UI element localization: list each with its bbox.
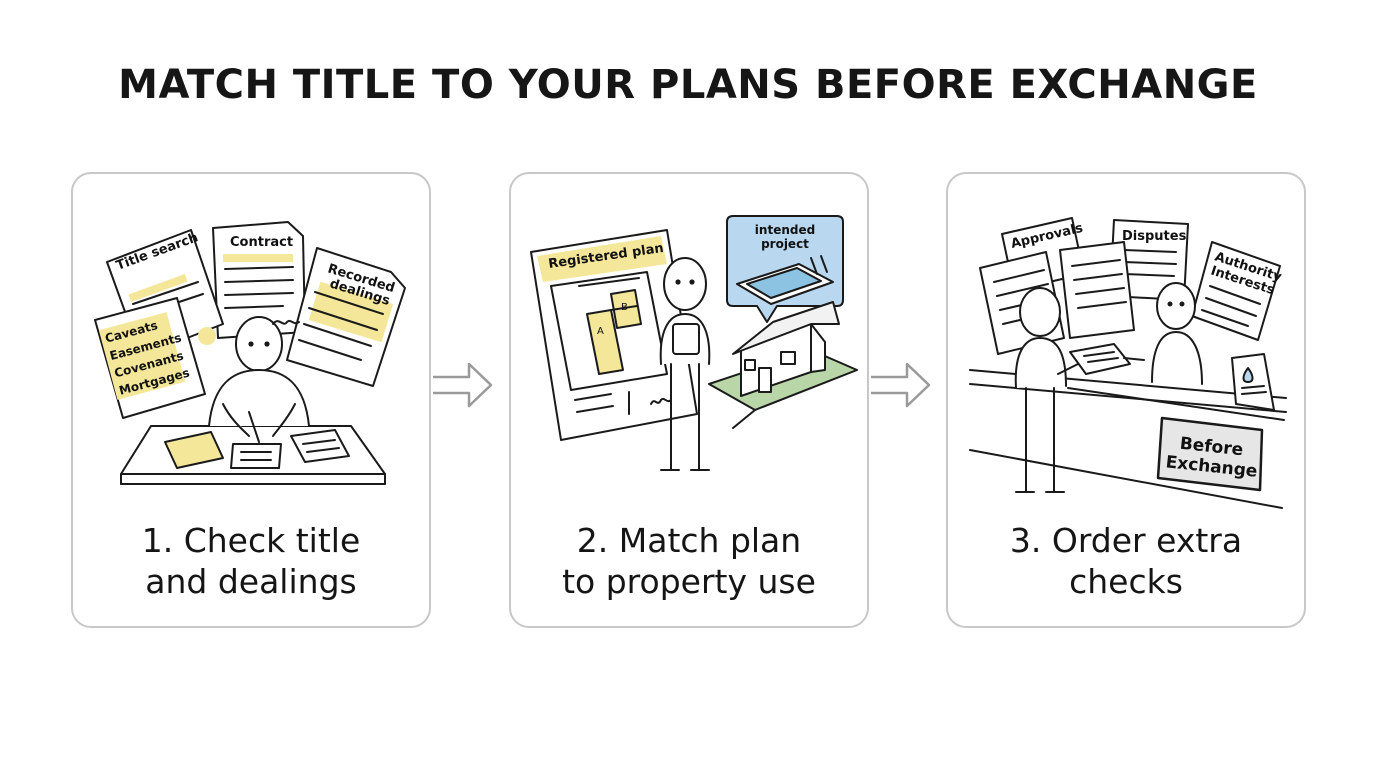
registered-plan-document — [530, 229, 698, 441]
house-icon — [732, 301, 840, 397]
step-1-caption: 1. Check title and dealings — [73, 520, 429, 602]
step-2-card: Registered plan intended project A B 2. … — [509, 172, 869, 628]
clerk-person — [1151, 282, 1203, 385]
order-checks-illustration: Approvals Disputes Authority Interests B… — [969, 217, 1287, 509]
step-1-card: Title search Contract Recorded dealings … — [71, 172, 431, 628]
project-label: project — [761, 237, 809, 251]
intended-label: intended — [755, 223, 815, 237]
page-title: MATCH TITLE TO YOUR PLANS BEFORE EXCHANG… — [118, 62, 1258, 108]
contract-document — [212, 221, 306, 339]
step-2-caption-line1: 2. Match plan — [576, 521, 802, 560]
step-3-caption-line2: checks — [1069, 562, 1183, 601]
step-2-caption-line2: to property use — [562, 562, 816, 601]
intended-project-bubble — [726, 215, 844, 323]
customer-person — [1014, 287, 1067, 493]
step-3-card: Approvals Disputes Authority Interests B… — [946, 172, 1306, 628]
form-document — [1059, 241, 1135, 339]
step-1-caption-line2: and dealings — [145, 562, 357, 601]
step-3-caption: 3. Order extra checks — [948, 520, 1304, 602]
encumbrances-document — [94, 297, 206, 419]
person-writing — [208, 316, 310, 437]
handover-papers — [1069, 343, 1131, 375]
step-3-caption-line1: 3. Order extra — [1009, 521, 1243, 560]
disputes-label: Disputes — [1122, 229, 1187, 244]
arrow-right-icon — [433, 362, 493, 408]
lot-a-label: A — [597, 326, 604, 337]
recorded-dealings-document — [286, 247, 406, 387]
person-with-tablet — [659, 257, 711, 471]
step-2-caption: 2. Match plan to property use — [511, 520, 867, 602]
arrow-right-icon — [871, 362, 931, 408]
before-exchange-sign — [1156, 416, 1264, 492]
step-1-caption-line1: 1. Check title — [141, 521, 361, 560]
match-plan-illustration: Registered plan intended project A B — [530, 215, 858, 471]
seal-icon — [198, 327, 216, 345]
water-drop-sign — [1231, 353, 1275, 411]
contract-label: Contract — [230, 235, 293, 250]
check-title-illustration: Title search Contract Recorded dealings … — [94, 221, 406, 485]
authority-interests-document — [1191, 241, 1281, 341]
lot-b-label: B — [621, 302, 628, 313]
